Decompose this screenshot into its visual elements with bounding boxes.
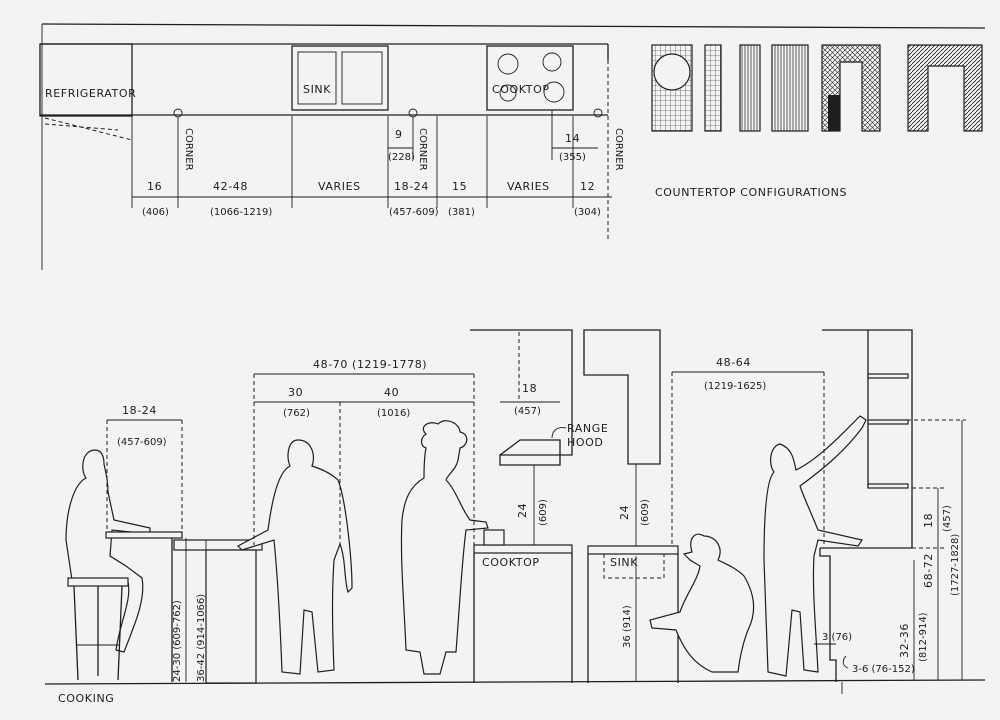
countertop-configurations-title: COUNTERTOP CONFIGURATIONS [655, 186, 847, 199]
svg-text:14: 14 [565, 132, 580, 145]
svg-text:(406): (406) [142, 207, 169, 218]
wall-shelving-unit [819, 329, 913, 682]
countertop-configurations: COUNTERTOP CONFIGURATIONS [651, 44, 983, 199]
svg-text:(609): (609) [640, 499, 651, 526]
svg-text:18-24: 18-24 [394, 180, 429, 193]
cooktop-label: COOKTOP [482, 556, 540, 569]
svg-text:18-24: 18-24 [122, 404, 157, 417]
svg-text:24: 24 [618, 505, 631, 520]
corner-label: CORNER [417, 128, 428, 171]
elevation-dimensions: 18-24 (457-609) 48-70 (1219-1778) 30 (76… [106, 332, 966, 694]
svg-text:SINK: SINK [303, 83, 331, 96]
svg-text:24: 24 [516, 503, 529, 518]
config-galley-icon [651, 44, 722, 132]
svg-text:(812-914): (812-914) [918, 612, 929, 662]
svg-text:3 (76): 3 (76) [822, 632, 852, 643]
refrigerator-door-swing [44, 117, 133, 141]
svg-text:(1727-1828): (1727-1828) [950, 534, 961, 596]
work-counter [173, 539, 263, 684]
svg-text:9: 9 [395, 128, 403, 141]
svg-text:(457): (457) [942, 505, 953, 532]
corner-label: CORNER [183, 128, 194, 171]
config-l-shape-icon [821, 44, 881, 132]
svg-text:(762): (762) [283, 408, 310, 419]
cooking-label: COOKING [58, 692, 114, 705]
corner-marker [593, 108, 603, 118]
svg-text:(1066-1219): (1066-1219) [210, 207, 272, 218]
elevation-view: COOKING [44, 329, 986, 705]
svg-text:68-72: 68-72 [922, 553, 935, 588]
chef-figure [400, 420, 489, 675]
svg-text:(381): (381) [448, 207, 475, 218]
svg-text:15: 15 [452, 180, 467, 193]
sink-counter-cabinet [583, 329, 679, 683]
sink-label: SINK [610, 556, 638, 569]
corner-marker [408, 108, 418, 118]
svg-text:(609): (609) [538, 499, 549, 526]
plan-view: REFRIGERATOR SINK COOKTOP CORNER CORNER … [39, 23, 986, 270]
config-corridor-icon [739, 44, 809, 132]
reaching-person-figure [763, 415, 867, 677]
svg-text:VARIES: VARIES [507, 180, 550, 193]
plan-refrigerator-label: REFRIGERATOR [45, 87, 136, 100]
svg-text:16: 16 [147, 180, 162, 193]
low-table [105, 531, 183, 682]
svg-text:3-6 (76-152): 3-6 (76-152) [852, 664, 915, 675]
svg-text:18: 18 [522, 382, 537, 395]
svg-text:(304): (304) [574, 207, 601, 218]
svg-text:COOKTOP: COOKTOP [492, 83, 550, 96]
svg-text:HOOD: HOOD [567, 436, 603, 449]
floor-line [44, 679, 986, 685]
cooktop-counter [470, 329, 573, 683]
seated-person-figure [65, 449, 151, 653]
svg-text:36 (914): 36 (914) [622, 605, 633, 648]
svg-text:18: 18 [922, 513, 935, 528]
svg-text:(457): (457) [514, 406, 541, 417]
svg-text:12: 12 [580, 180, 595, 193]
svg-text:(355): (355) [559, 152, 586, 163]
corner-label: CORNER [613, 128, 624, 171]
plan-sink: SINK [291, 45, 389, 111]
standing-person-figure [237, 439, 353, 675]
svg-text:VARIES: VARIES [318, 180, 361, 193]
config-u-shape-icon [907, 44, 983, 132]
plan-cooktop: COOKTOP [486, 45, 574, 111]
svg-text:(228): (228) [388, 152, 415, 163]
svg-text:24-30 (609-762): 24-30 (609-762) [172, 600, 183, 682]
svg-text:40: 40 [384, 386, 399, 399]
svg-text:42-48: 42-48 [213, 180, 248, 193]
svg-text:RANGE: RANGE [567, 422, 608, 435]
crouching-person-figure [649, 533, 755, 673]
svg-text:(457-609): (457-609) [117, 437, 167, 448]
bar-stool [67, 577, 129, 681]
corner-marker [173, 108, 183, 118]
svg-text:48-64: 48-64 [716, 356, 751, 369]
svg-text:48-70 (1219-1778): 48-70 (1219-1778) [313, 358, 427, 371]
svg-text:(1219-1625): (1219-1625) [704, 381, 766, 392]
svg-text:(1016): (1016) [377, 408, 410, 419]
svg-text:30: 30 [288, 386, 303, 399]
svg-text:(457-609): (457-609) [389, 207, 439, 218]
svg-text:36-42 (914-1066): 36-42 (914-1066) [196, 594, 207, 682]
plan-refrigerator [39, 43, 133, 117]
svg-text:32-36: 32-36 [898, 623, 911, 658]
